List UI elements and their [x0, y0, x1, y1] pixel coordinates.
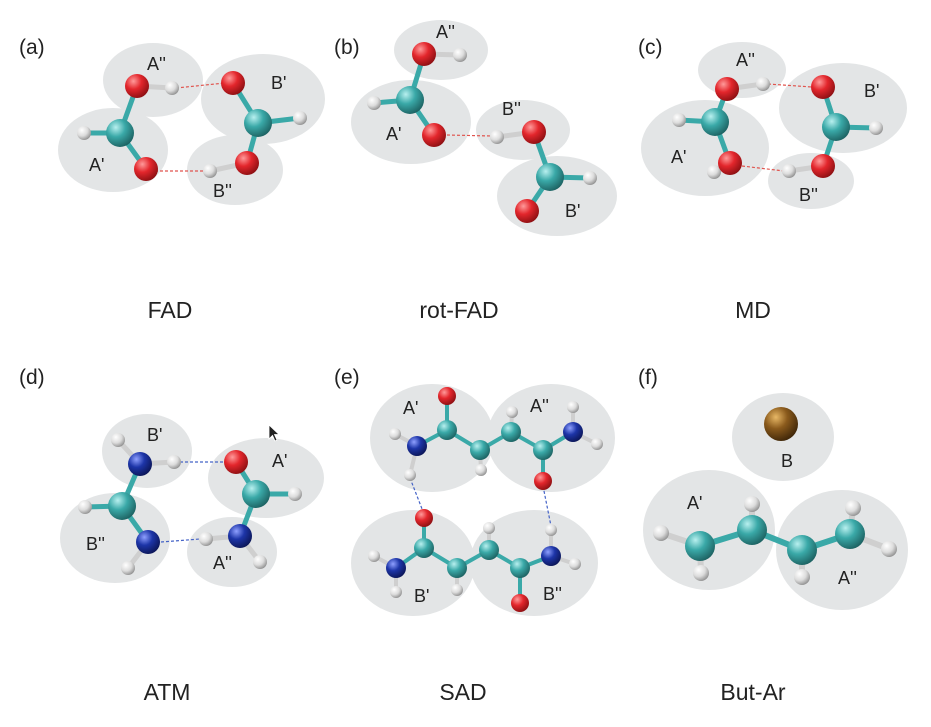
- mouse-cursor-icon: [268, 424, 280, 442]
- panel-e: (e) A' A'' B' B'' SAD: [334, 366, 615, 705]
- panel-c: (c) A'' B' A' B'' MD: [638, 36, 907, 323]
- fragment-label: A'': [530, 396, 549, 416]
- panel-a: (a) A'' B' A' B'' FAD: [19, 36, 325, 323]
- panel-b: (b) A'' A' B'' B' rot-FAD: [334, 20, 617, 323]
- panel-d: (d) B' A' B'' A'' ATM: [19, 366, 324, 705]
- panel-title-e: SAD: [439, 679, 486, 705]
- fragment-label: A'': [436, 22, 455, 42]
- fragment-label: A'': [838, 568, 857, 588]
- fragment-label: A'': [736, 50, 755, 70]
- panel-title-a: FAD: [148, 297, 193, 323]
- fragment-label: A': [671, 147, 686, 167]
- fragment-label: B'': [213, 181, 232, 201]
- fragment-label: B': [414, 586, 429, 606]
- panel-letter-f: (f): [638, 366, 658, 389]
- fragment-label: B: [781, 451, 793, 471]
- panel-letter-c: (c): [638, 36, 663, 59]
- fragment-label: A': [272, 451, 287, 471]
- panel-letter-b: (b): [334, 36, 360, 59]
- fragment-label: B': [864, 81, 879, 101]
- fragment-label: B': [271, 73, 286, 93]
- fragment-label: A': [687, 493, 702, 513]
- panel-title-d: ATM: [144, 679, 191, 705]
- argon-atom: [764, 407, 798, 441]
- fragment-label: A': [89, 155, 104, 175]
- panel-letter-e: (e): [334, 366, 360, 389]
- panel-title-f: But-Ar: [720, 679, 786, 705]
- fragment-label: B': [147, 425, 162, 445]
- fragment-label: A'': [213, 553, 232, 573]
- panel-title-c: MD: [735, 297, 771, 323]
- panel-title-b: rot-FAD: [419, 297, 498, 323]
- fragment-label: B'': [799, 185, 818, 205]
- fragment-label: A': [386, 124, 401, 144]
- fragment-label: B'': [502, 99, 521, 119]
- panel-letter-a: (a): [19, 36, 45, 59]
- panel-f: (f) B A' A'' But-Ar: [638, 366, 908, 705]
- fragment-label: B': [565, 201, 580, 221]
- fragment-label: A'': [147, 54, 166, 74]
- fragment-label: B'': [86, 534, 105, 554]
- panel-letter-d: (d): [19, 366, 45, 389]
- fragment-label: B'': [543, 584, 562, 604]
- fragment-label: A': [403, 398, 418, 418]
